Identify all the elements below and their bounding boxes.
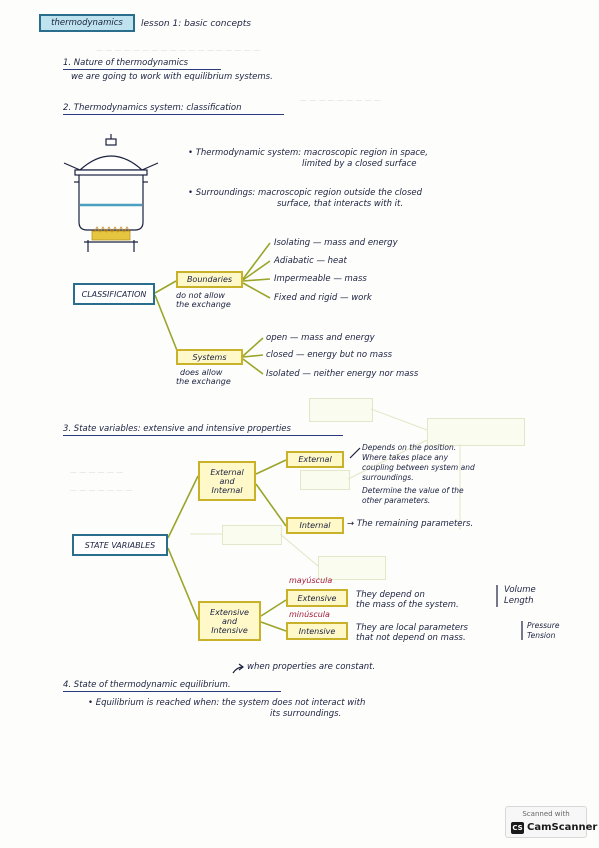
extensive-intensive-line3: Intensive xyxy=(211,625,248,635)
scanned-with-label: Scanned with xyxy=(522,810,570,818)
internal-label: Internal xyxy=(299,521,331,530)
external-internal-box: External and Internal xyxy=(198,461,256,501)
external-internal-line1: External xyxy=(210,467,244,477)
boundaries-label: Boundaries xyxy=(186,275,233,284)
section1-text: we are going to work with equilibrium sy… xyxy=(71,72,273,82)
boundaries-note-line1: do not allow xyxy=(176,291,225,300)
systems-box: Systems xyxy=(176,349,243,365)
section2-underline xyxy=(63,114,284,115)
systems-label: Systems xyxy=(192,352,227,362)
extensive-note-line2: the mass of the system. xyxy=(356,600,459,610)
extensive-example-volume: Volume xyxy=(504,585,536,595)
title-box-text: thermodynamics xyxy=(51,17,123,28)
intensive-example-tension: Tension xyxy=(527,631,556,640)
intensive-example-pressure: Pressure xyxy=(527,621,560,630)
section1-heading: 1. Nature of thermodynamics xyxy=(63,58,189,68)
system-definition-line2: limited by a closed surface xyxy=(302,159,417,169)
boundary-type-fixed-rigid: Fixed and rigid — work xyxy=(274,293,372,303)
section3-underline xyxy=(63,435,343,436)
external-note-5: Determine the value of the xyxy=(362,486,464,495)
camscanner-logo-icon: CS xyxy=(511,822,524,834)
lesson-title: lesson 1: basic concepts xyxy=(141,19,251,29)
boundary-type-isolating: Isolating — mass and energy xyxy=(274,238,398,248)
surroundings-line2: surface, that interacts with it. xyxy=(277,199,404,209)
boundaries-note-line2: the exchange xyxy=(176,300,231,309)
surroundings-line1: • Surroundings: macroscopic region outsi… xyxy=(188,188,423,198)
intensive-note-line1: They are local parameters xyxy=(356,623,468,633)
section2-heading: 2. Thermodynamics system: classification xyxy=(63,103,242,113)
extensive-intensive-line1: Extensive xyxy=(210,607,249,617)
state-variables-label: STATE VARIABLES xyxy=(84,540,156,550)
external-internal-line2: and xyxy=(219,476,235,486)
external-note-3: coupling between system and xyxy=(362,463,475,472)
camscanner-brand: CamScanner xyxy=(527,822,598,833)
systems-note-line2: the exchange xyxy=(176,377,231,386)
external-label: External xyxy=(298,455,332,464)
system-definition-line1: • Thermodynamic system: macroscopic regi… xyxy=(188,148,428,158)
mayuscula-note: mayúscula xyxy=(289,576,333,585)
external-internal-line3: Internal xyxy=(211,485,243,495)
intensive-label: Intensive xyxy=(298,626,336,636)
intensive-note-line2: that not depend on mass. xyxy=(356,633,466,643)
bleed-through-box xyxy=(309,398,373,422)
boundary-type-adiabatic: Adiabatic — heat xyxy=(274,256,347,266)
classification-box: CLASSIFICATION xyxy=(73,283,155,305)
camscanner-watermark: Scanned with CS CamScanner xyxy=(505,806,597,838)
internal-note: → The remaining parameters. xyxy=(347,519,474,529)
bleed-through-text: — — — — — — xyxy=(70,468,124,476)
section4-heading: 4. State of thermodynamic equilibrium. xyxy=(63,680,231,690)
section1-underline xyxy=(63,69,221,70)
extensive-intensive-box: Extensive and Intensive xyxy=(198,601,261,641)
extensive-box: Extensive xyxy=(286,589,348,607)
extensive-label: Extensive xyxy=(297,593,337,603)
bleed-through-text: — — — — — — — — — — — — — — — — — — xyxy=(96,46,260,54)
systems-note-line1: does allow xyxy=(180,368,223,377)
extensive-intensive-line2: and xyxy=(221,616,238,626)
boundaries-box: Boundaries xyxy=(176,271,243,288)
bleed-through-text: — — — — — — — xyxy=(70,486,133,494)
system-type-isolated: Isolated — neither energy nor mass xyxy=(266,369,419,379)
minuscula-note: minúscula xyxy=(289,610,330,619)
section4-text-line2: its surroundings. xyxy=(270,709,342,719)
bleed-through-text: — — — — — — — — — xyxy=(300,96,381,104)
section4-text-line1: • Equilibrium is reached when: the syste… xyxy=(88,698,366,708)
external-note-2: Where takes place any xyxy=(362,453,449,462)
classification-label: CLASSIFICATION xyxy=(81,289,147,299)
section4-underline xyxy=(63,691,281,692)
external-box: External xyxy=(286,451,344,468)
extensive-example-length: Length xyxy=(504,596,534,606)
constant-properties-note: when properties are constant. xyxy=(247,662,376,672)
system-type-open: open — mass and energy xyxy=(266,333,375,343)
pressure-cooker-drawing xyxy=(63,134,159,231)
section3-heading: 3. State variables: extensive and intens… xyxy=(63,424,291,434)
bleed-through-box xyxy=(300,470,350,490)
internal-box: Internal xyxy=(286,517,344,534)
intensive-box: Intensive xyxy=(286,622,348,640)
thermodynamics-title-box: thermodynamics xyxy=(39,14,135,32)
bleed-through-box xyxy=(427,418,525,446)
extensive-note-line1: They depend on xyxy=(356,590,425,600)
bleed-through-box xyxy=(318,556,386,580)
state-variables-box: STATE VARIABLES xyxy=(72,534,168,556)
system-type-closed: closed — energy but no mass xyxy=(266,350,393,360)
external-note-1: Depends on the position. xyxy=(362,443,457,452)
boundary-type-impermeable: Impermeable — mass xyxy=(274,274,367,284)
external-note-4: surroundings. xyxy=(362,473,414,482)
external-note-6: other parameters. xyxy=(362,496,431,505)
